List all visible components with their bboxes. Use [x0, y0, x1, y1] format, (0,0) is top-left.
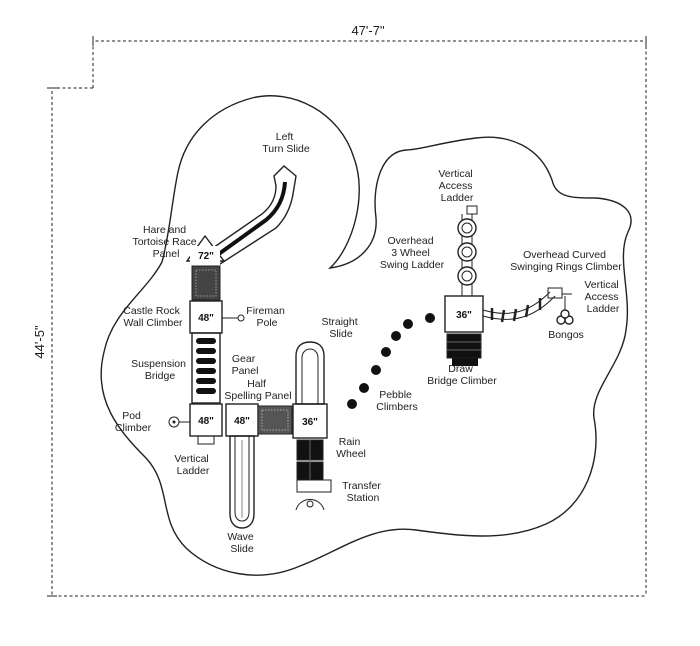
deck-48-top-label: 48"	[198, 313, 214, 324]
label-straight-slide: Straight Slide	[321, 316, 360, 340]
label-half-spelling: Half Spelling Panel	[224, 378, 291, 402]
deck-36-upper-label: 36"	[456, 310, 472, 321]
castle-rock-wall-climber	[191, 265, 221, 301]
left-turn-slide	[209, 165, 297, 265]
deck-48-top: 48"	[189, 300, 223, 334]
label-overhead-swing: Overhead 3 Wheel Swing Ladder	[380, 235, 445, 271]
label-wave-slide: Wave Slide	[227, 531, 256, 555]
label-fireman-pole: Fireman Pole	[246, 305, 287, 329]
deck-48-middle-label: 48"	[234, 416, 250, 427]
label-rain-wheel: Rain Wheel	[336, 436, 366, 460]
top-dimension-line	[92, 40, 647, 596]
overhead-swing-ladder	[457, 205, 478, 296]
deck-36-lower: 36"	[292, 403, 328, 439]
label-pebble-climbers: Pebble Climbers	[376, 389, 417, 413]
wave-slide	[229, 435, 255, 529]
bongos	[556, 296, 574, 325]
label-gear-panel: Gear Panel	[232, 353, 259, 377]
pod-climber	[168, 416, 190, 428]
label-suspension-bridge: Suspension Bridge	[131, 358, 189, 382]
component-labels: Left Turn Slide Hare and Tortoise Race P…	[115, 131, 622, 555]
label-overhead-rings: Overhead Curved Swinging Rings Climber	[510, 249, 622, 273]
deck-48-middle: 48"	[225, 403, 259, 437]
label-vertical-access-right: Vertical Access Ladder	[584, 279, 621, 315]
use-zone-outline	[100, 95, 632, 576]
left-dimension-line	[51, 87, 646, 597]
width-dimension: 47'-7"	[351, 23, 385, 38]
deck-72-label: 72"	[198, 251, 214, 262]
label-hare-tortoise: Hare and Tortoise Race Panel	[132, 224, 199, 260]
deck-72: 72"	[185, 234, 226, 266]
label-vertical-ladder: Vertical Ladder	[174, 453, 211, 477]
label-vertical-access-top: Vertical Access Ladder	[438, 168, 475, 204]
deck-36-lower-label: 36"	[302, 417, 318, 428]
pebble-climbers	[347, 313, 435, 409]
label-bongos: Bongos	[548, 329, 584, 341]
transfer-station	[295, 439, 332, 511]
overhead-rings-climber	[482, 287, 572, 323]
vertical-ladder	[197, 435, 215, 445]
straight-slide	[295, 341, 325, 405]
deck-48-left-label: 48"	[198, 416, 214, 427]
suspension-bridge	[191, 332, 221, 404]
label-transfer-station: Transfer Station	[342, 480, 384, 504]
draw-bridge-climber	[446, 333, 482, 366]
label-castle-rock: Castle Rock Wall Climber	[123, 305, 183, 329]
half-spelling-panel	[257, 405, 293, 435]
dimension-lines: 47'-7" 44'-5"	[32, 23, 647, 597]
label-left-turn-slide: Left Turn Slide	[262, 131, 310, 155]
fireman-pole	[222, 314, 245, 322]
height-dimension: 44'-5"	[32, 325, 47, 359]
label-pod-climber: Pod Climber	[115, 410, 152, 434]
deck-48-left: 48"	[189, 403, 223, 437]
deck-36-upper: 36"	[444, 295, 484, 333]
label-draw-bridge: Draw Bridge Climber	[427, 363, 497, 387]
